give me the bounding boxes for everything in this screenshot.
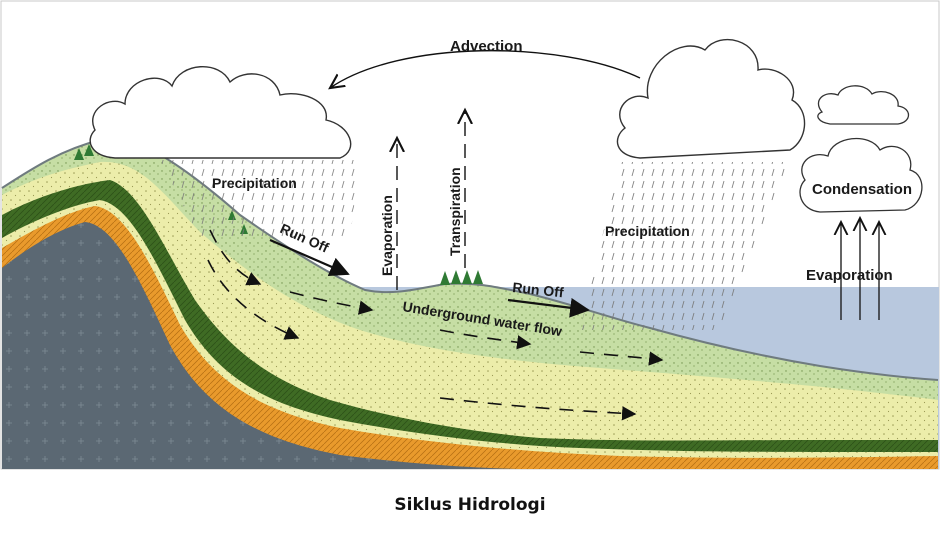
transpiration-label: Transpiration [447, 167, 463, 256]
run-off-lower-label: Run Off [512, 279, 565, 300]
cloud-condensation [799, 137, 923, 213]
evaporation-right-arrows [841, 218, 879, 320]
run-off-arrow-lower [507, 297, 590, 318]
underground-flow-arrows [207, 229, 664, 421]
condensation-label: Condensation [812, 181, 912, 198]
rain-right [580, 162, 790, 330]
evaporation-vertical-label: Evaporation [379, 195, 395, 276]
diagram-caption: Siklus Hidrologi [394, 495, 546, 515]
precipitation-left-label: Precipitation [212, 175, 297, 191]
hydrologic-cycle-diagram: Advection Precipitation Precipitation Ev… [0, 0, 940, 470]
advection-label: Advection [450, 38, 523, 55]
cloud-right [616, 39, 806, 159]
advection-arrow [330, 49, 641, 88]
cloud-top-right [817, 85, 910, 125]
evaporation-right-label: Evaporation [806, 267, 893, 284]
rain-left [160, 160, 360, 238]
precipitation-right-label: Precipitation [605, 223, 690, 239]
run-off-arrow-upper [269, 238, 350, 276]
cloud-left [89, 66, 352, 159]
trees-valley [440, 270, 483, 285]
